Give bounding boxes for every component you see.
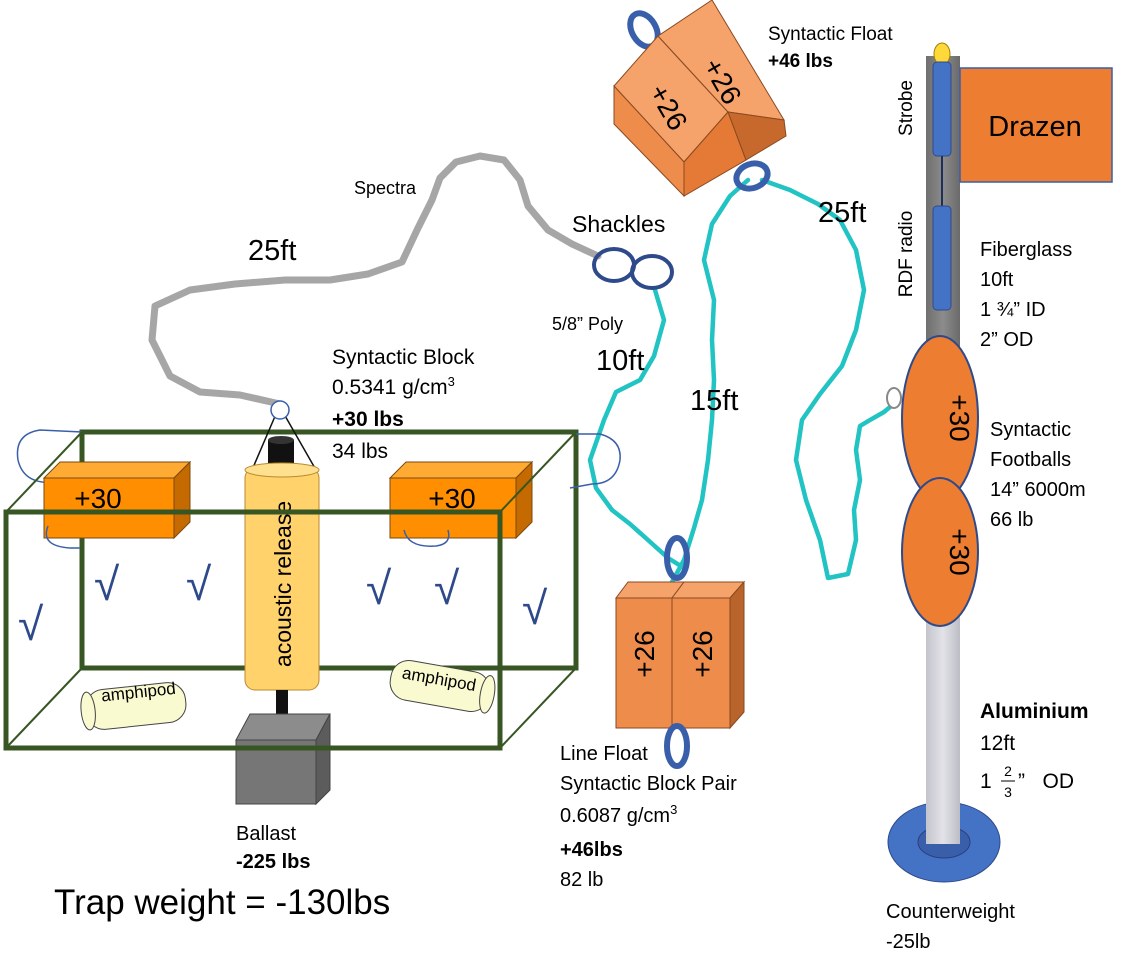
strobe xyxy=(932,42,952,206)
shackles xyxy=(592,247,674,290)
counterweight xyxy=(887,760,1001,883)
fiberglass-length: 10ft xyxy=(980,269,1014,291)
trap-syntactic-block-left: +30 xyxy=(42,460,192,540)
aluminium-od: 1 2 3 ” OD xyxy=(980,763,1074,800)
amphipod-left: amphipod xyxy=(80,679,187,731)
syntactic-block-title: Syntactic Block xyxy=(332,346,475,369)
bridle-loop-right xyxy=(569,433,621,489)
check-mark-3: √ xyxy=(186,558,212,610)
block-right-tie xyxy=(403,529,450,547)
counterweight-weight: -25lb xyxy=(886,931,930,953)
aluminium-od-whole: 1 xyxy=(980,770,992,793)
trap-block-right-label: +30 xyxy=(428,483,476,514)
poly-length: 10ft xyxy=(596,345,644,377)
line-float-block-b-label: +26 xyxy=(687,630,718,678)
syntactic-block-weight: 34 lbs xyxy=(332,440,388,463)
trap-weight: Trap weight = -130lbs xyxy=(54,883,390,922)
football-attach-ring xyxy=(886,387,902,409)
spectra-line xyxy=(148,152,602,408)
footballs-weight: 66 lb xyxy=(990,509,1033,531)
ballast-title: Ballast xyxy=(236,823,296,845)
top-syntactic-float: +26 +26 xyxy=(613,0,787,198)
aluminium-od-denominator: 3 xyxy=(1004,784,1012,800)
syntactic-football-bottom: +30 xyxy=(901,477,979,627)
trap-block-left-label: +30 xyxy=(74,483,122,514)
syntactic-block-lift: +30 lbs xyxy=(332,408,404,431)
check-mark-5: √ xyxy=(434,562,460,614)
flag-label: Drazen xyxy=(988,111,1082,143)
line-15ft-length: 15ft xyxy=(690,385,738,417)
aluminium-title: Aluminium xyxy=(980,700,1089,723)
fiberglass-od: 2” OD xyxy=(980,329,1033,351)
poly-line-15ft xyxy=(669,177,751,585)
line-float-density-value: 0.6087 g/cm xyxy=(560,805,670,827)
footballs-size: 14” 6000m xyxy=(990,479,1086,501)
ballast-weight: -225 lbs xyxy=(236,851,310,873)
check-mark-2: √ xyxy=(94,558,120,610)
line-float-density: 0.6087 g/cm3 xyxy=(560,802,677,827)
line-float-block-a-label: +26 xyxy=(629,630,660,678)
counterweight-title: Counterweight xyxy=(886,901,1015,923)
syntactic-float-lift: +46 lbs xyxy=(768,51,833,72)
spectra-label: Spectra xyxy=(354,178,417,198)
line-float-density-exponent: 3 xyxy=(670,802,677,817)
trap-frame-back xyxy=(79,429,579,671)
amphipod-right: amphipod xyxy=(389,659,496,714)
acoustic-release-label: acoustic release xyxy=(270,501,296,667)
aluminium-od-numerator: 2 xyxy=(1004,763,1012,779)
flag: Drazen xyxy=(959,67,1113,183)
bridle-loop-left xyxy=(16,429,83,484)
check-mark-6: √ xyxy=(522,582,548,634)
football-top-label: +30 xyxy=(944,394,975,442)
rdf-radio xyxy=(932,205,952,311)
check-mark-1: √ xyxy=(18,598,44,650)
footballs-title-2: Footballs xyxy=(990,449,1071,471)
block-density-exponent: 3 xyxy=(448,374,455,389)
check-marks: √ √ √ √ √ √ xyxy=(18,558,548,650)
ballast-block xyxy=(235,713,331,806)
football-bottom-label: +30 xyxy=(944,528,975,576)
poly-line-25ft xyxy=(759,177,899,581)
shackles-label: Shackles xyxy=(572,211,665,237)
syntactic-float-title: Syntactic Float xyxy=(768,24,893,45)
footballs-title-1: Syntactic xyxy=(990,419,1071,441)
trap-frame-front xyxy=(3,431,577,751)
aluminium-length: 12ft xyxy=(980,732,1015,755)
aluminium-od-suffix: ” OD xyxy=(1018,770,1074,793)
syntactic-block-density: 0.5341 g/cm3 xyxy=(332,374,455,399)
rdf-radio-label: RDF radio xyxy=(896,211,917,298)
block-left-tie xyxy=(45,525,80,549)
poly-line-10ft xyxy=(587,287,687,571)
fiberglass-id: 1 ¾” ID xyxy=(980,299,1046,321)
poly-label: 5/8” Poly xyxy=(552,314,623,334)
line-float-title: Line Float xyxy=(560,743,648,765)
strobe-label: Strobe xyxy=(896,80,917,136)
syntactic-football-top: +30 xyxy=(901,335,979,501)
fiberglass-title: Fiberglass xyxy=(980,239,1072,261)
block-density-value: 0.5341 g/cm xyxy=(332,376,448,399)
acoustic-release: acoustic release xyxy=(244,400,320,720)
spectra-length: 25ft xyxy=(248,235,296,267)
line-float-weight: 82 lb xyxy=(560,869,603,891)
check-mark-4: √ xyxy=(366,562,392,614)
line-float-subtitle: Syntactic Block Pair xyxy=(560,773,737,795)
trap-syntactic-block-right: +30 xyxy=(388,460,534,540)
line-float-lift: +46lbs xyxy=(560,839,623,861)
line-float-pair: +26 +26 xyxy=(615,535,746,769)
line-25ft-length: 25ft xyxy=(818,197,866,229)
